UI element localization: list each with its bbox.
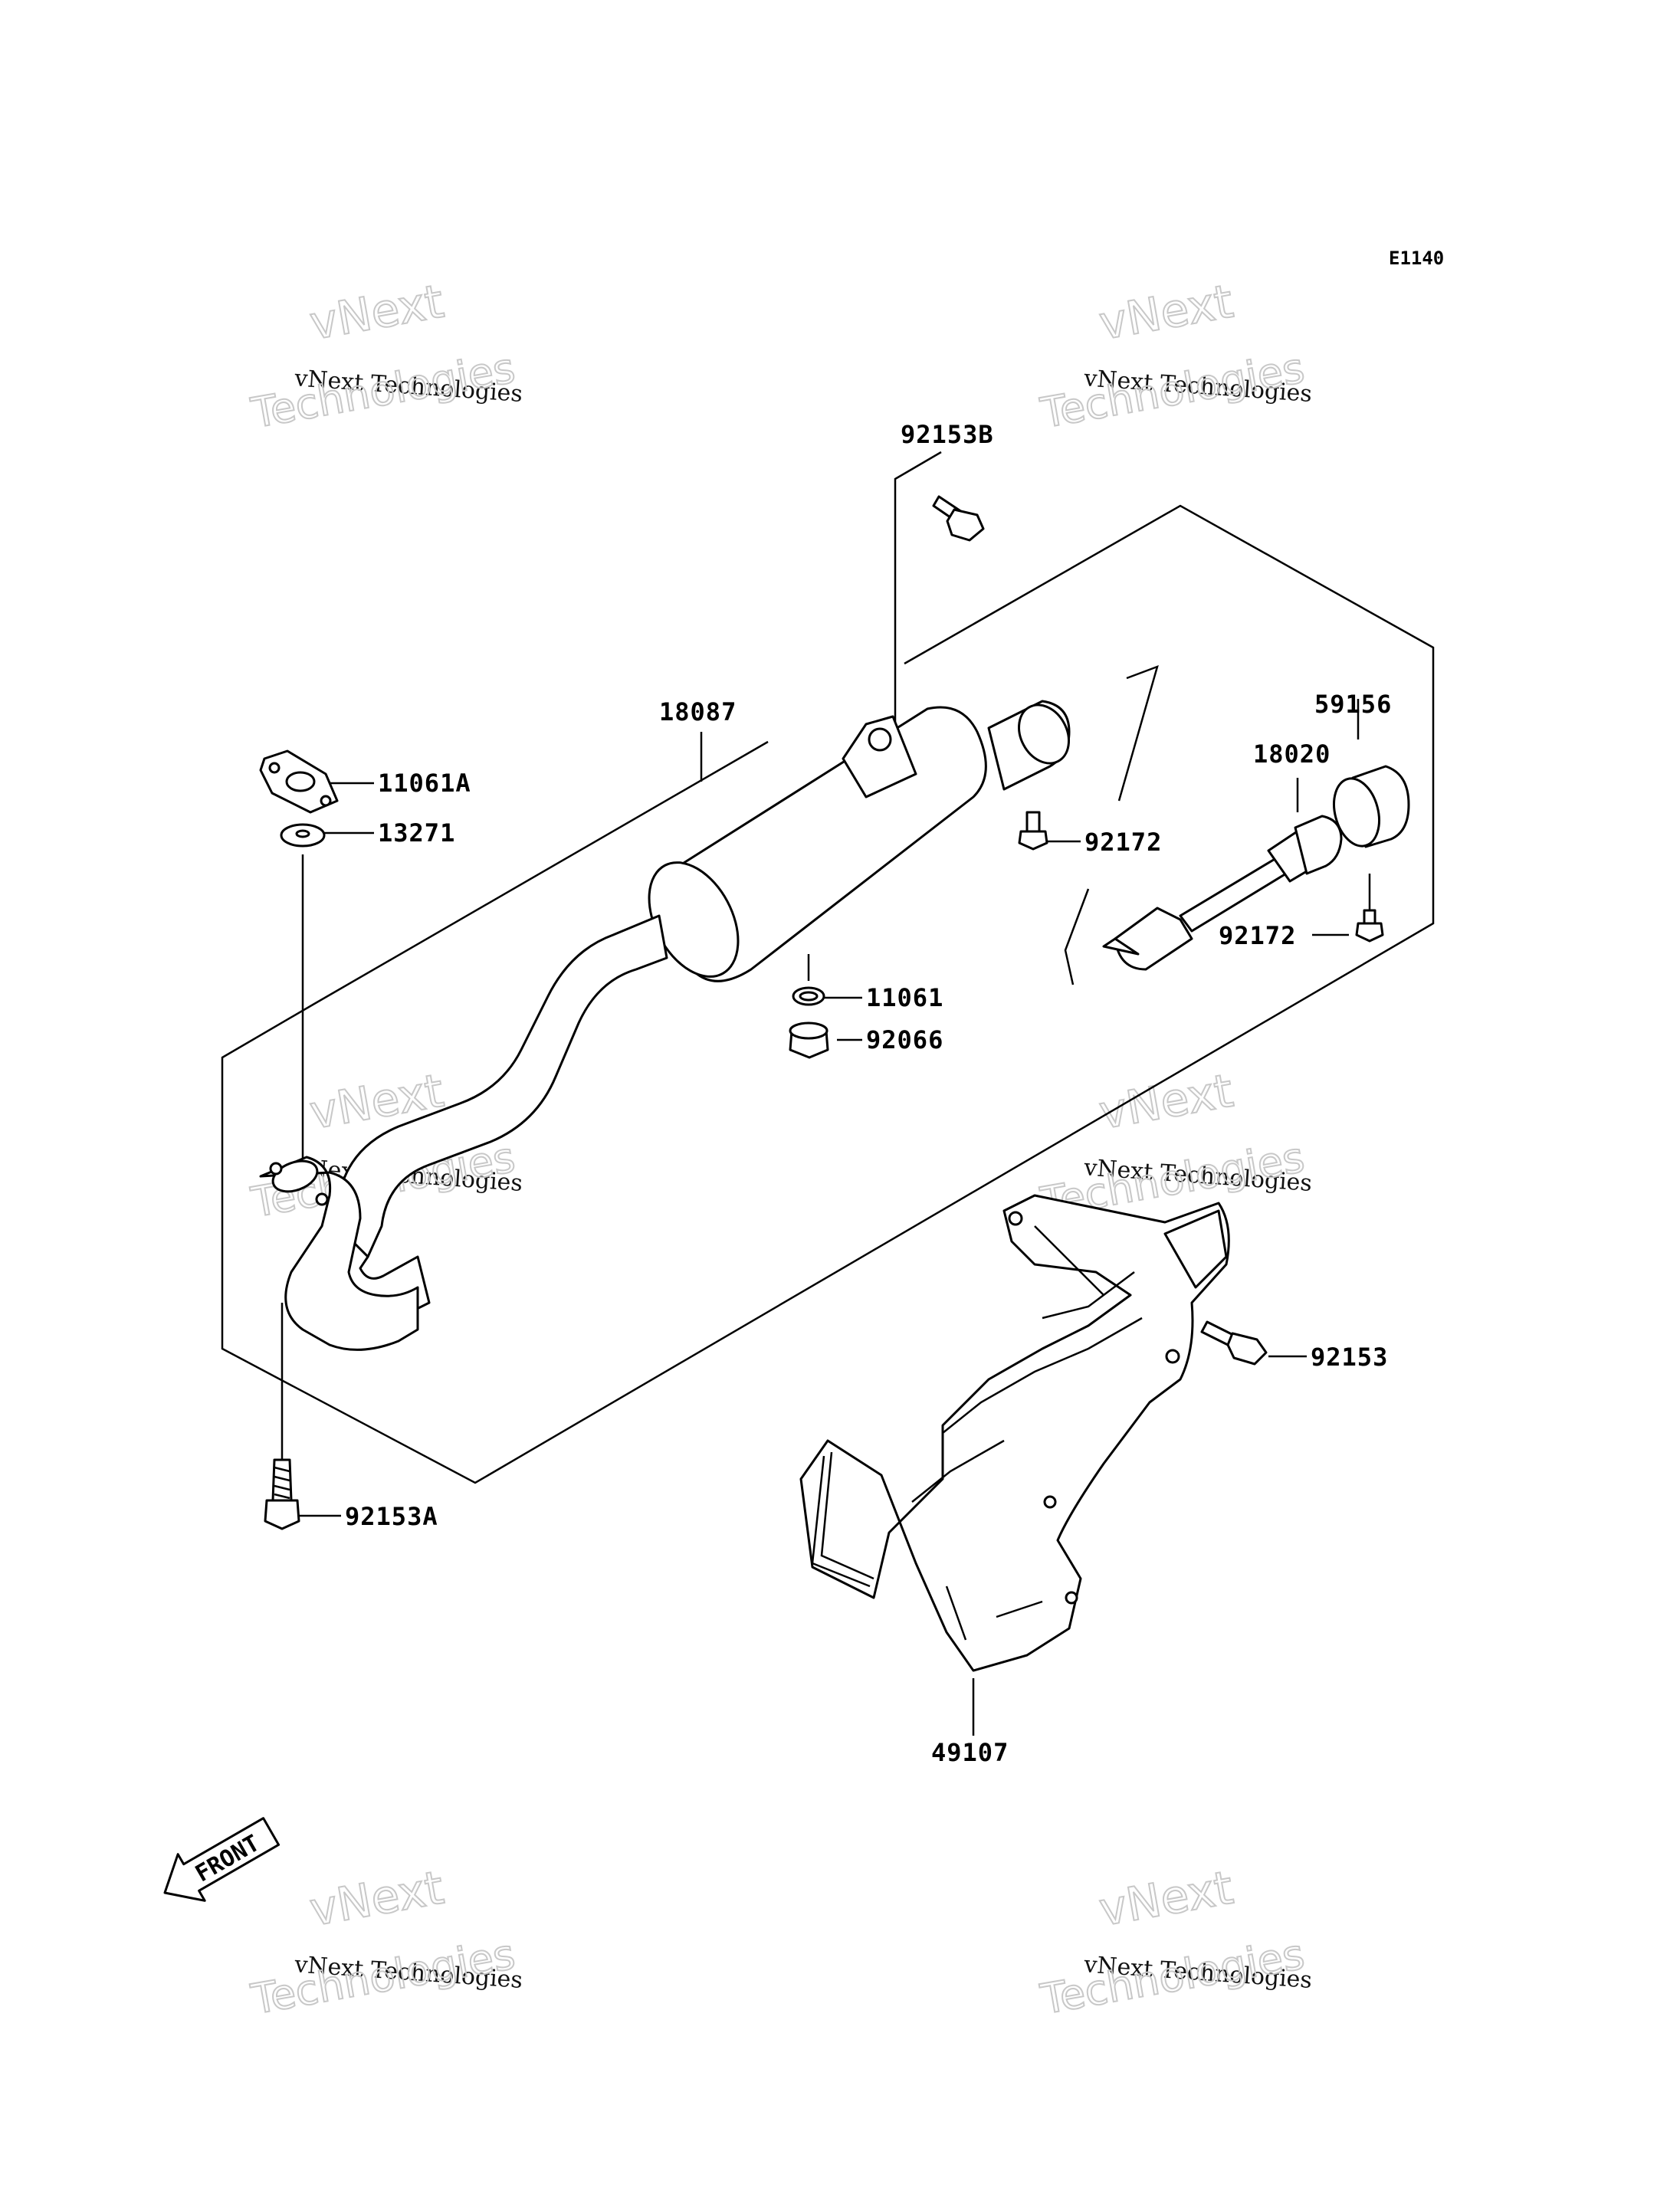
watermark-bottom-left: vNext vNext Technologies Technologies bbox=[247, 1860, 523, 2025]
bolt-92153[interactable] bbox=[1200, 1320, 1268, 1366]
cap-59156[interactable] bbox=[1327, 765, 1410, 851]
assembly-outline bbox=[221, 504, 1435, 1484]
label-92153: 92153 bbox=[1311, 1343, 1388, 1372]
watermark-bottom-right: vNext vNext Technologies Technologies bbox=[1036, 1860, 1313, 2025]
washer-13271[interactable] bbox=[280, 823, 326, 848]
label-92066: 92066 bbox=[866, 1025, 943, 1054]
front-direction-arrow: FRONT bbox=[163, 1817, 281, 1902]
watermark-text: vNext bbox=[1095, 274, 1237, 350]
plug-92066[interactable] bbox=[789, 1021, 829, 1059]
screw-92172-tailpipe[interactable] bbox=[1355, 909, 1384, 943]
tailpipe-18020[interactable] bbox=[1102, 815, 1343, 971]
label-18020: 18020 bbox=[1253, 739, 1331, 769]
label-92172-muffler: 92172 bbox=[1084, 828, 1162, 857]
gasket-11061A[interactable] bbox=[259, 749, 339, 814]
muffler-subassembly-mark bbox=[1117, 664, 1159, 802]
watermark-text: vNext bbox=[306, 274, 448, 350]
diagram-code: E1140 bbox=[1389, 248, 1444, 269]
gasket-11061[interactable] bbox=[792, 986, 825, 1006]
watermark-top-left: vNext vNext Technologies Technologies bbox=[247, 274, 523, 438]
watermark-top-right: vNext vNext Technologies Technologies bbox=[1036, 274, 1313, 438]
watermark-text: Technologies bbox=[248, 344, 519, 438]
label-92172-tailpipe: 92172 bbox=[1219, 921, 1296, 950]
label-13271: 13271 bbox=[378, 818, 455, 848]
watermark-text: vNext bbox=[1095, 1861, 1237, 1936]
screw-92172-muffler[interactable] bbox=[1018, 811, 1048, 851]
heat-guard-49107[interactable] bbox=[799, 1194, 1230, 1672]
label-49107: 49107 bbox=[931, 1738, 1009, 1767]
label-92153A: 92153A bbox=[345, 1502, 438, 1531]
watermark-text: vNext bbox=[306, 1861, 448, 1936]
watermark-text: Technologies bbox=[248, 1930, 519, 2024]
watermark-text: vNext bbox=[1095, 1064, 1237, 1139]
bolt-92153B[interactable] bbox=[932, 495, 985, 542]
bolt-92153A[interactable] bbox=[264, 1458, 300, 1530]
muffler-18087[interactable] bbox=[259, 697, 1078, 1351]
watermark-text: Technologies bbox=[1037, 1930, 1308, 2024]
label-11061: 11061 bbox=[866, 983, 943, 1012]
tailpipe-subassembly-mark bbox=[1064, 888, 1090, 985]
label-18087: 18087 bbox=[659, 697, 737, 726]
label-11061A: 11061A bbox=[378, 769, 471, 798]
watermark-text: Technologies bbox=[1037, 344, 1308, 438]
label-59156: 59156 bbox=[1314, 690, 1392, 719]
label-92153B: 92153B bbox=[901, 420, 994, 449]
